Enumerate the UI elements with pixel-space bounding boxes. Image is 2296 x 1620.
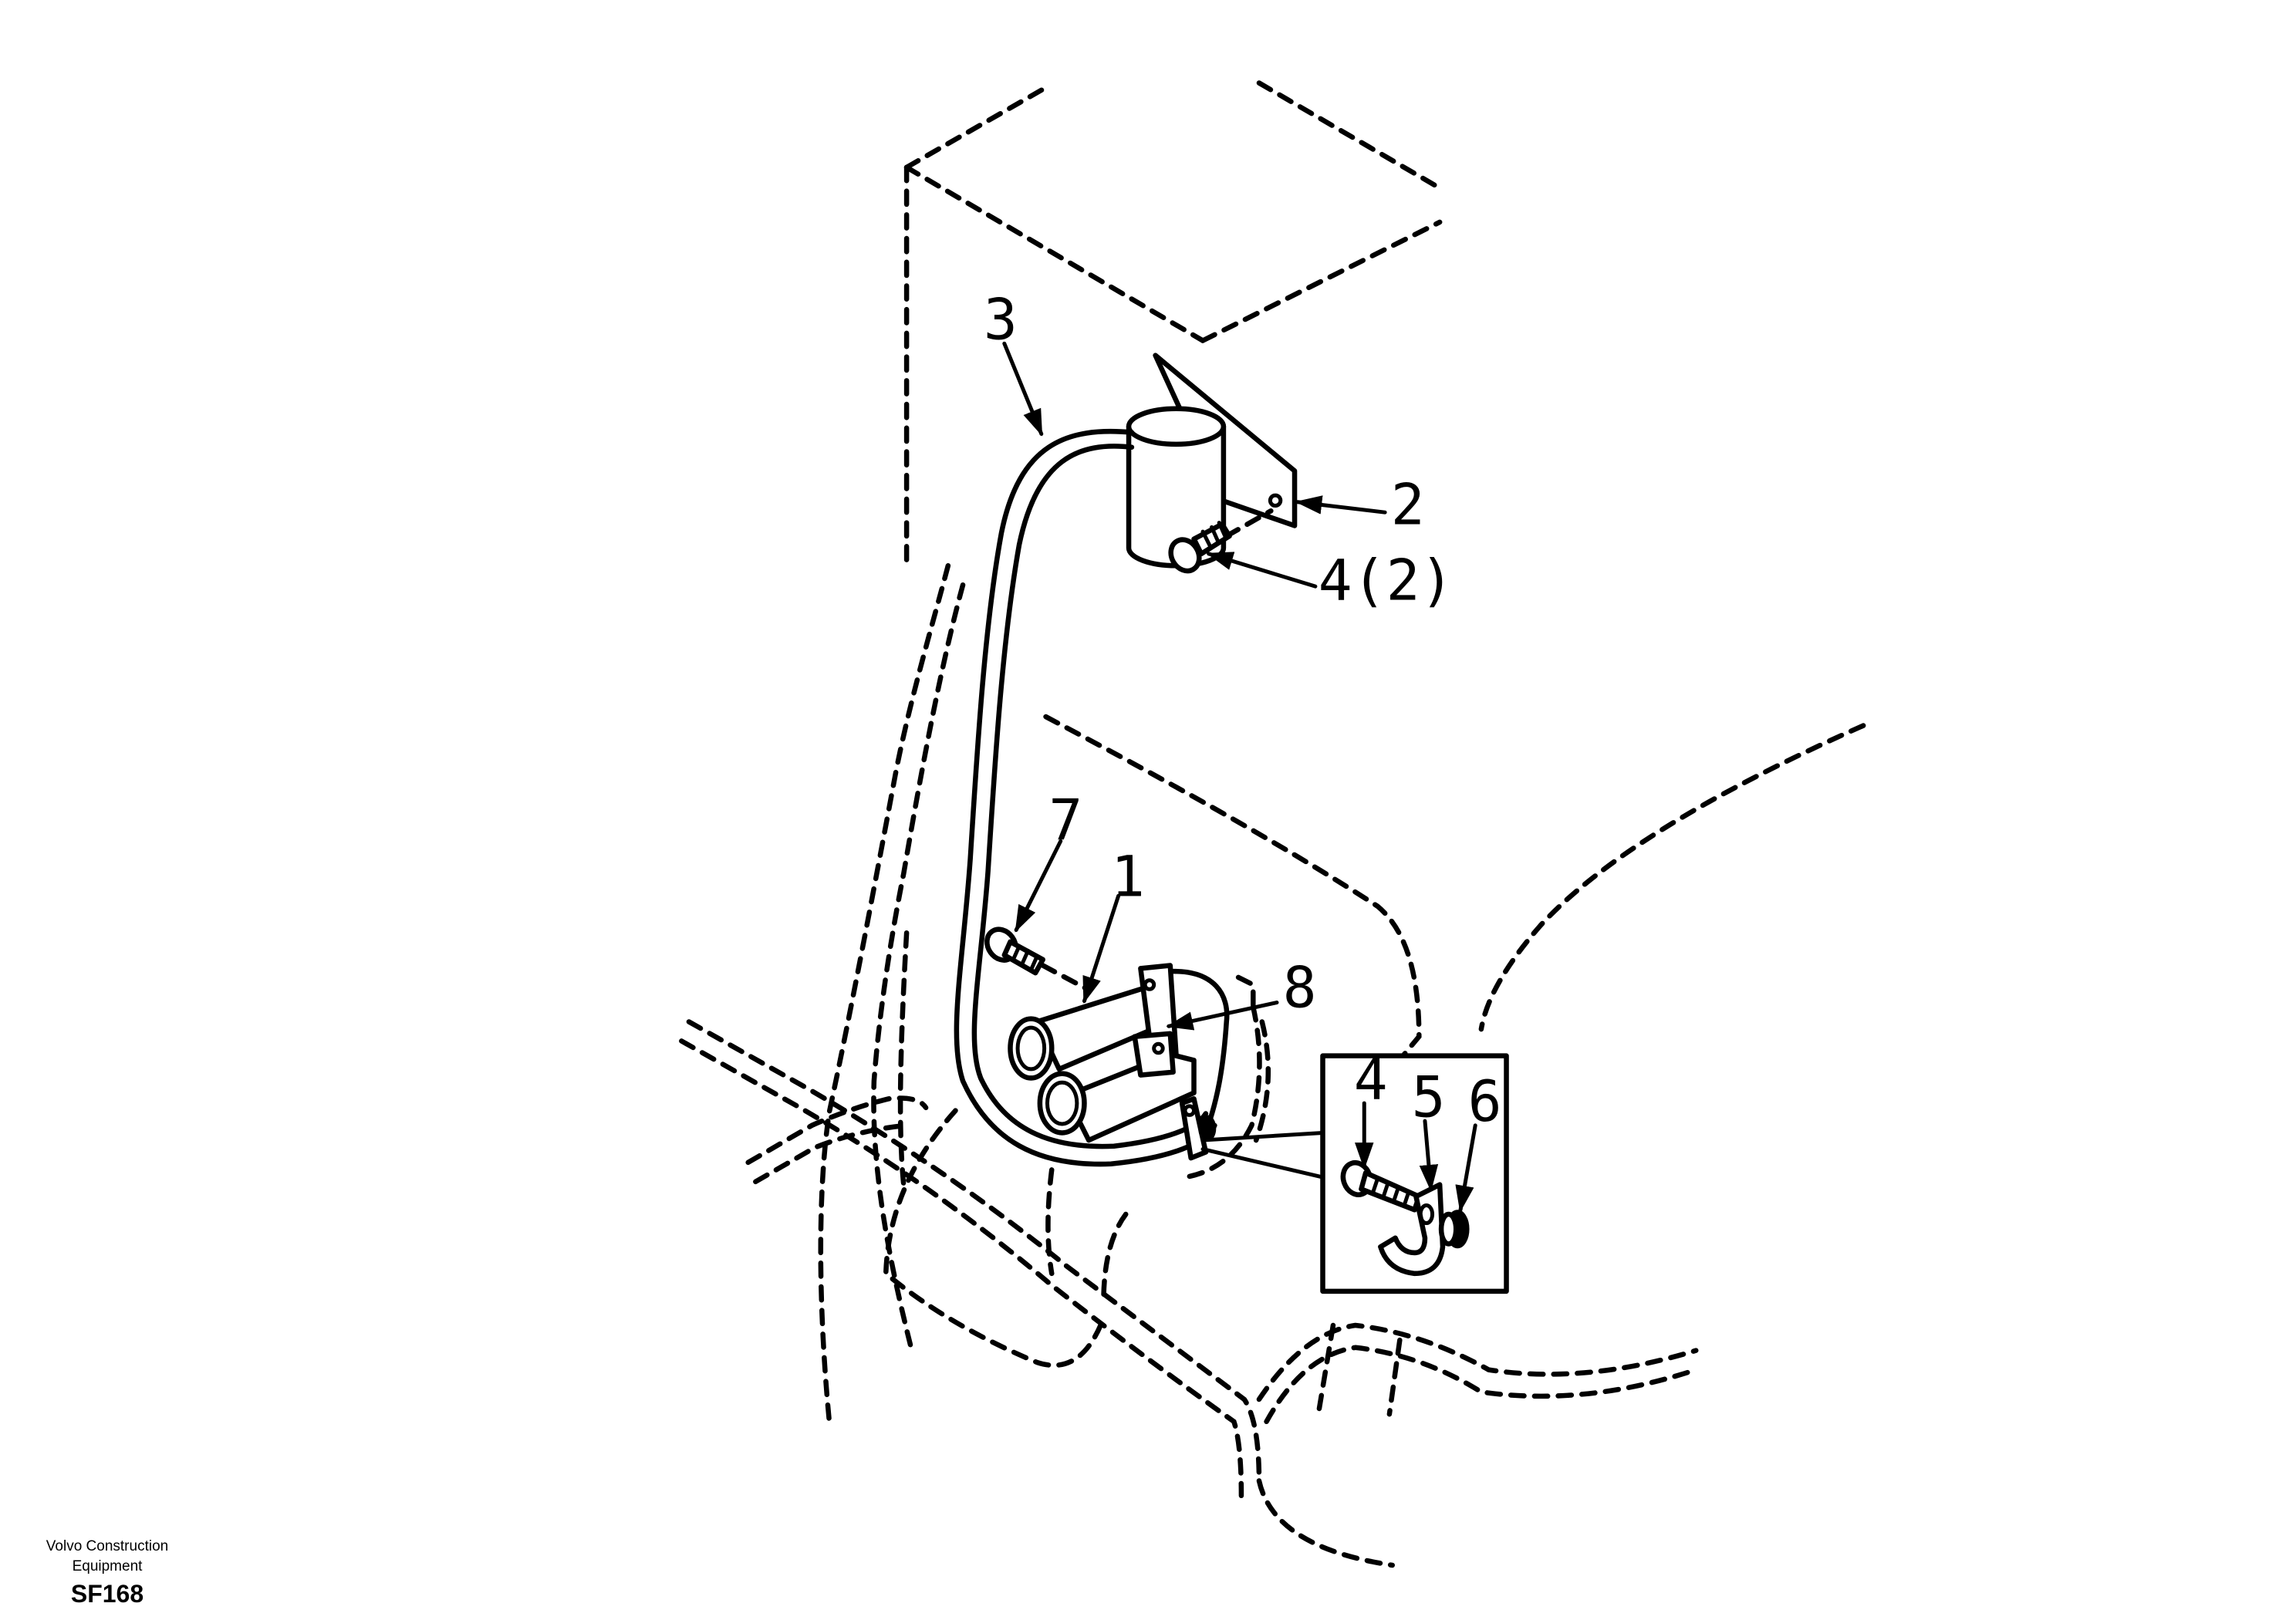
horn-icon [1008, 968, 1271, 1180]
callout-detail-4: 4 [1354, 1047, 1388, 1112]
callout-labels: 3 2 4(2) 7 1 8 4 5 6 [984, 288, 1502, 1136]
bolt-icon [1168, 508, 1274, 574]
clamp-icon-detail [1378, 1182, 1446, 1277]
clamp-icon [1132, 963, 1179, 1078]
company-line-2: Equipment [72, 1558, 143, 1574]
leader-lines [1002, 341, 1477, 1213]
diagram-code: SF168 [70, 1580, 144, 1608]
callout-4-qty: 4(2) [1319, 548, 1454, 613]
callout-8: 8 [1283, 955, 1317, 1021]
company-name: Volvo Construction Equipment [15, 1537, 199, 1577]
company-line-1: Volvo Construction [46, 1538, 169, 1554]
detail-view [1200, 1053, 1509, 1294]
callout-detail-5: 5 [1412, 1065, 1446, 1130]
callout-7: 7 [1048, 788, 1082, 853]
washer-icon [1438, 1210, 1470, 1249]
leader-3 [1002, 341, 1044, 437]
leader-8 [1166, 1001, 1279, 1031]
callout-3: 3 [984, 288, 1018, 353]
wire-harness [954, 428, 1217, 1167]
leader-7 [1014, 839, 1063, 933]
leader-d6 [1455, 1123, 1477, 1213]
bolt-icon-detail [1340, 1160, 1422, 1213]
callout-2: 2 [1391, 473, 1425, 538]
callout-1: 1 [1111, 844, 1145, 910]
leader-2 [1295, 495, 1387, 515]
bracket-hole-icon [1268, 493, 1283, 508]
leader-d5 [1419, 1119, 1439, 1192]
callout-detail-6: 6 [1468, 1069, 1502, 1135]
cab-outline [818, 80, 1866, 1427]
leader-1 [1082, 893, 1121, 1004]
leader-4 [1206, 552, 1318, 589]
bolt-icon-7 [984, 926, 1090, 992]
boom-outline [679, 1019, 1699, 1568]
